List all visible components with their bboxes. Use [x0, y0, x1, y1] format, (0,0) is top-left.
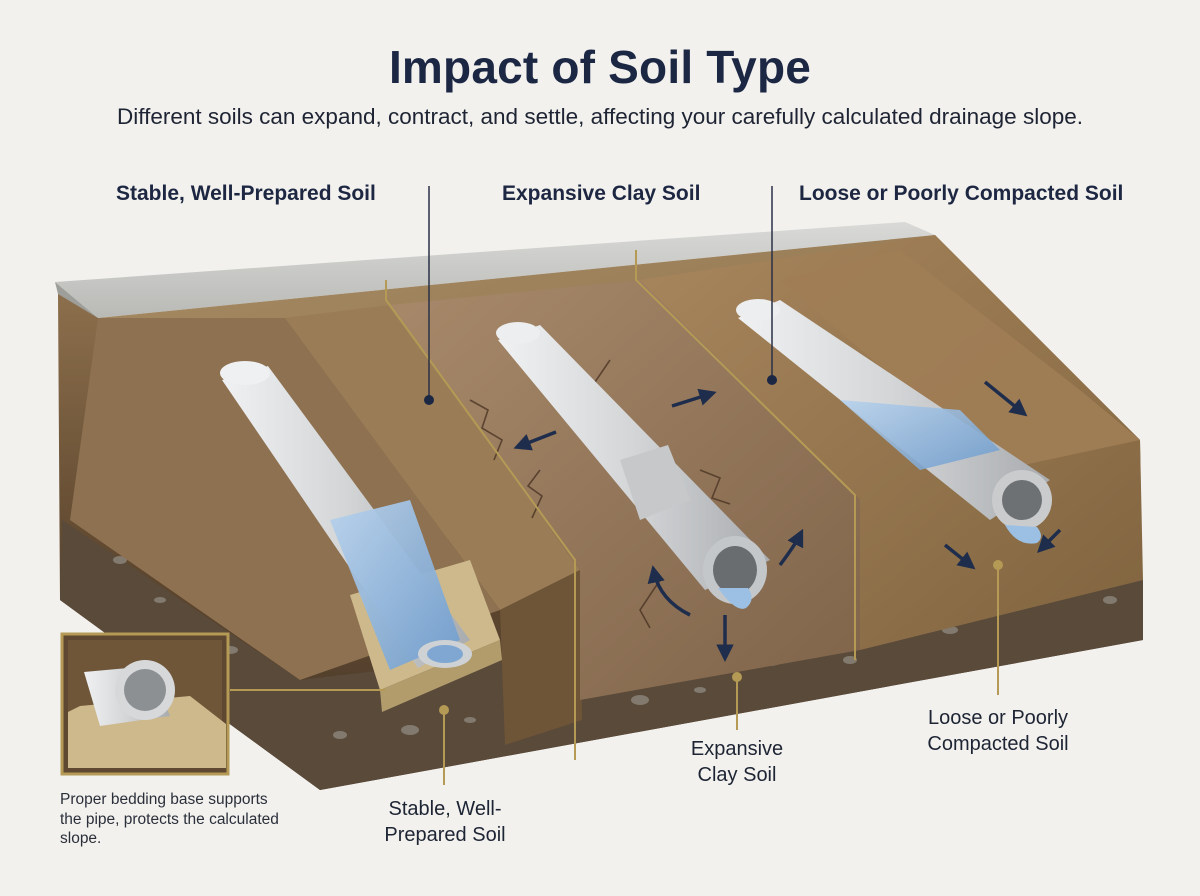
stable-soil-ridge	[285, 305, 580, 610]
stable-soil-ridge-face	[500, 570, 582, 745]
bedding-inset	[60, 632, 230, 776]
label-leader-lines	[428, 186, 773, 400]
callout-stable-soil: Stable, Well- Prepared Soil	[360, 796, 530, 848]
column-label-loose-soil: Loose or Poorly Compacted Soil	[799, 182, 1124, 205]
bedding-base-front	[380, 640, 502, 712]
callout-loose-line-2: Compacted Soil	[927, 733, 1069, 755]
surface-slab	[55, 222, 935, 318]
expansive-clay-pipe	[496, 322, 770, 609]
stable-soil-pipe	[220, 361, 472, 670]
page-subtitle: Different soils can expand, contract, an…	[117, 104, 1083, 129]
callout-clay-line-2: Clay Soil	[697, 764, 777, 786]
loose-soil-mound	[780, 250, 1140, 470]
callout-loose-soil: Loose or Poorly Compacted Soil	[898, 705, 1098, 757]
callout-leader-dots	[439, 560, 1003, 715]
label-leader-dots	[424, 375, 777, 405]
loose-soil-pipe	[736, 299, 1052, 544]
callout-loose-line-1: Loose or Poorly	[927, 707, 1069, 729]
page-title: Impact of Soil Type	[388, 41, 812, 93]
callout-expansive-clay: Expansive Clay Soil	[657, 736, 817, 788]
section-dividers	[385, 250, 856, 760]
column-label-expansive-clay: Expansive Clay Soil	[502, 182, 701, 205]
column-label-stable-soil: Stable, Well-Prepared Soil	[116, 182, 376, 205]
callout-leader-lines	[230, 565, 999, 785]
callout-stable-line-2: Prepared Soil	[384, 824, 506, 846]
bedding-note: Proper bedding base supports the pipe, p…	[60, 791, 279, 847]
soil-movement-arrows	[513, 380, 1062, 662]
callout-stable-line-1: Stable, Well-	[388, 798, 502, 820]
callout-clay-line-1: Expansive	[690, 738, 784, 760]
